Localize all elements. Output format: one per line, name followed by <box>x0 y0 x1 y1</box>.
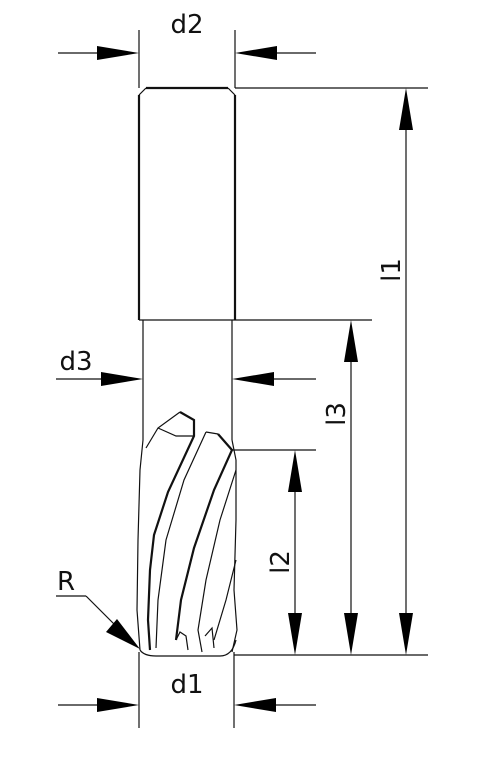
label-l3: l3 <box>322 402 352 426</box>
extension-lines <box>232 87 428 656</box>
dimension-radius: R <box>56 567 140 649</box>
dimension-d3: d3 <box>56 347 316 386</box>
flute-section <box>136 411 238 657</box>
label-d3: d3 <box>59 347 92 377</box>
neck <box>142 320 233 440</box>
end-mill-body <box>136 86 238 657</box>
label-d2: d2 <box>170 10 203 40</box>
label-l1: l1 <box>377 258 407 282</box>
shank <box>137 86 237 321</box>
dimension-d2: d2 <box>58 10 316 88</box>
dimension-d1: d1 <box>58 652 316 728</box>
dimension-l2: l2 <box>266 450 302 655</box>
label-l2: l2 <box>266 550 296 574</box>
label-d1: d1 <box>170 670 203 700</box>
dimension-l1: l1 <box>377 88 413 655</box>
label-R: R <box>57 567 75 597</box>
dimension-l3: l3 <box>322 320 358 655</box>
